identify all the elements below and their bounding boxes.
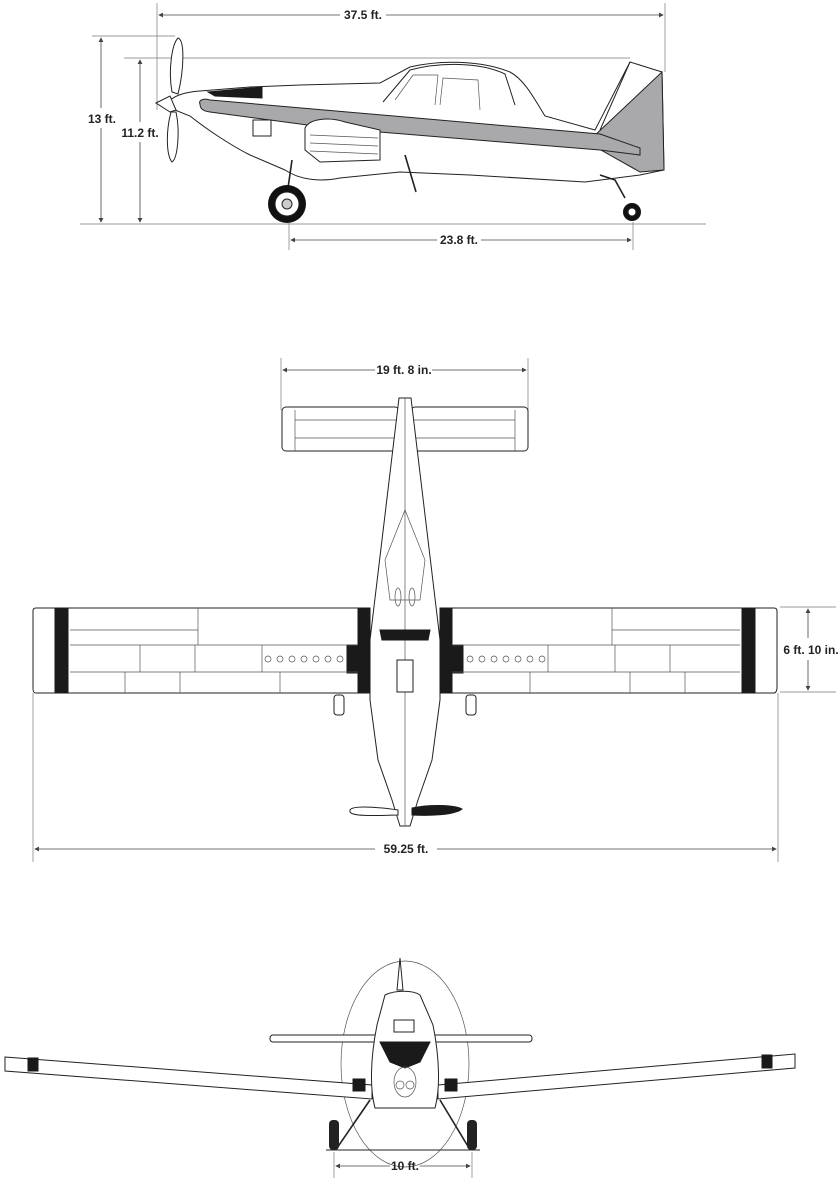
length-label: 37.5 ft. [344,8,382,22]
stabilizer-span-dimension: 19 ft. 8 in. [282,363,527,377]
front-view: 10 ft. [4,957,796,1178]
wing-chord-label: 6 ft. 10 in. [783,643,838,657]
track-dimension: 10 ft. [335,1159,471,1173]
height-label: 13 ft. [88,112,116,126]
side-view: 37.5 ft. 13 ft. 11.2 ft. 23.8 ft. [80,3,706,250]
stabilizer-span-label: 19 ft. 8 in. [376,363,431,377]
side-fuselage [154,37,665,223]
overall-height-dimension: 13 ft. [88,37,116,223]
track-label: 10 ft. [391,1159,419,1173]
wheelbase-label: 23.8 ft. [440,233,478,247]
tail-height-dimension: 11.2 ft. [121,59,159,223]
wingspan-label: 59.25 ft. [384,842,429,856]
wingspan-dimension: 59.25 ft. [34,842,777,856]
top-view: 19 ft. 8 in. [32,358,839,862]
tail-height-label: 11.2 ft. [121,126,158,140]
wheelbase-dimension: 23.8 ft. [290,233,632,247]
length-dimension: 37.5 ft. [158,8,664,22]
wing-chord-dimension: 6 ft. 10 in. [783,608,839,691]
